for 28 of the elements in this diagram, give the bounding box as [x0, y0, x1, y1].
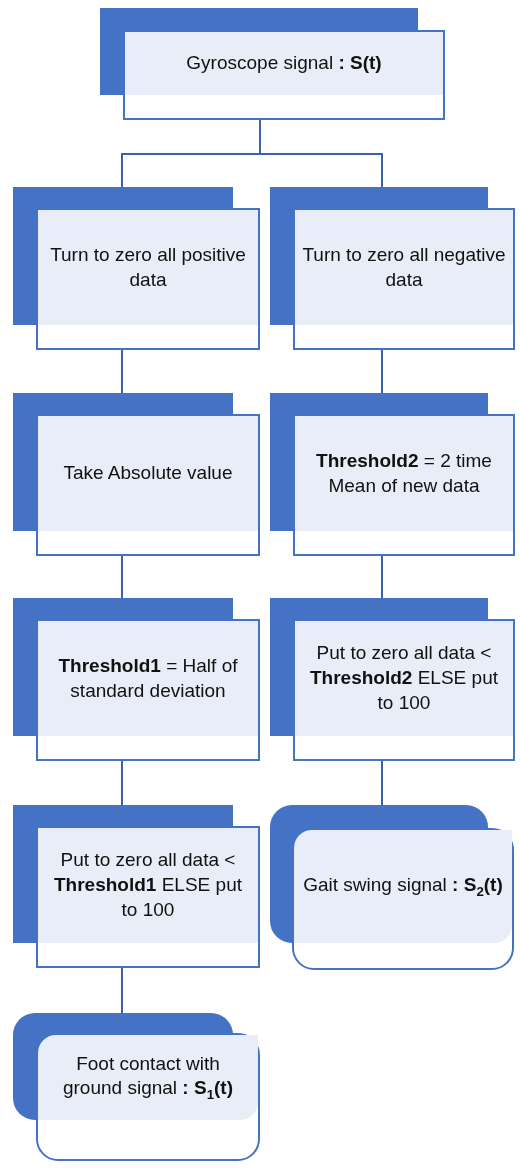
- node-text: Threshold1 = Half of standard deviation: [57, 653, 239, 703]
- connector-line: [121, 967, 123, 1014]
- connector-line: [121, 760, 123, 806]
- connector-line: [381, 349, 383, 394]
- node-text: Gyroscope signal : S(t): [186, 51, 382, 76]
- node-text: Take Absolute value: [63, 461, 233, 486]
- node-text: Turn to zero all positive data: [49, 242, 247, 292]
- process-box: [270, 598, 515, 761]
- process-box: [100, 8, 445, 120]
- process-box: [270, 187, 515, 350]
- node-text: Put to zero all data < Threshold1 ELSE put to 100: [53, 848, 243, 922]
- process-box: [270, 393, 515, 556]
- terminal-box: [13, 1013, 260, 1161]
- process-box: [13, 598, 260, 761]
- connector-line: [121, 555, 123, 599]
- process-box: [13, 393, 260, 556]
- connector-line: [121, 349, 123, 394]
- connector-line: [259, 119, 383, 188]
- process-box: [13, 805, 260, 968]
- node-text: Threshold2 = 2 time Mean of new data: [315, 448, 493, 498]
- process-box: [13, 187, 260, 350]
- terminal-box: [270, 805, 514, 970]
- node-text: Foot contact with ground signal : S$_{1}$(t): [61, 1051, 234, 1104]
- connector-line: [381, 555, 383, 599]
- node-text: Put to zero all data < Threshold2 ELSE put to 100: [309, 641, 499, 715]
- node-text: Gait swing signal : S$_{2}$(t): [303, 872, 503, 901]
- node-text: Turn to zero all negative data: [301, 242, 507, 292]
- connector-line: [381, 760, 383, 806]
